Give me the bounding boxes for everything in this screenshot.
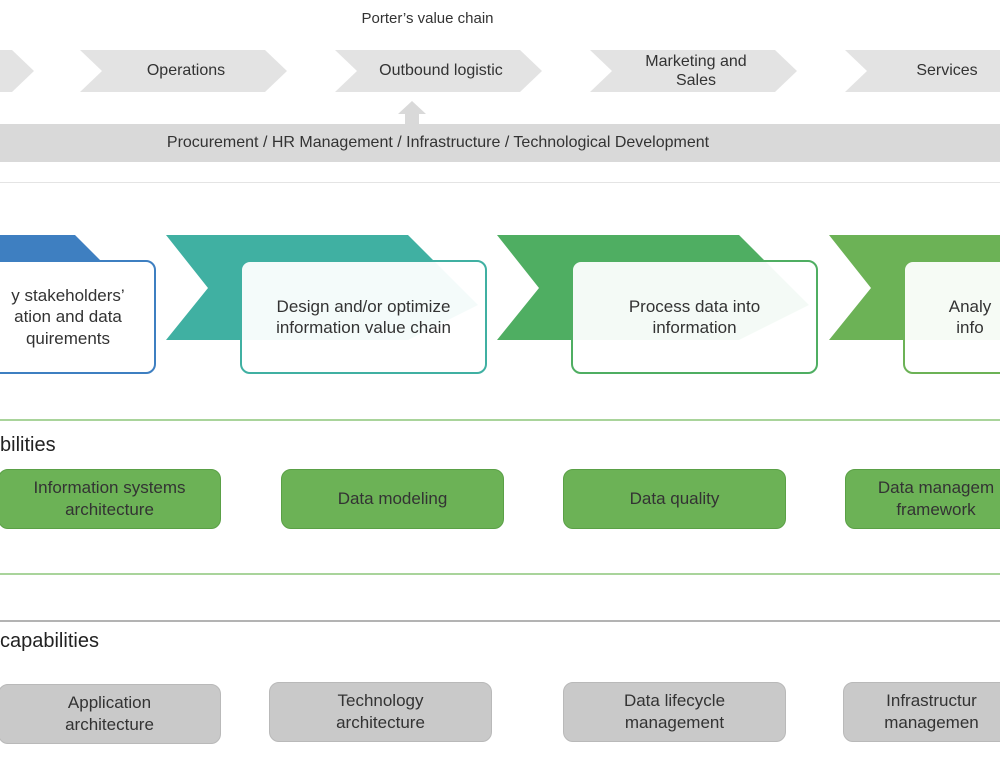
porter-activity-operations: Operations [146, 62, 226, 80]
porter-support-bar-label: Procurement / HR Management / Infrastruc… [166, 134, 710, 152]
core-top-line [0, 419, 1000, 421]
core-capability-data-quality: Data quality [563, 469, 786, 529]
support-capability-technology-architecture: Technology architecture [269, 682, 492, 742]
core-capability-data-modeling: Data modeling [281, 469, 504, 529]
porter-activity-marketing-sales: Marketing and Sales [645, 52, 747, 89]
support-capability-application-architecture: Application architecture [0, 684, 221, 744]
porter-activity-outbound-logistic: Outbound logistic [379, 62, 503, 80]
core-capabilities-title: bilities [0, 434, 56, 456]
core-capability-information-systems-architecture: Information systems architecture [0, 469, 221, 529]
core-bottom-line [0, 573, 1000, 575]
divider-top [0, 182, 1000, 183]
process-chevron-1 [0, 235, 100, 260]
up-arrow-icon [398, 101, 426, 124]
support-capability-data-lifecycle-management: Data lifecycle management [563, 682, 786, 742]
porter-chevrons [0, 50, 1000, 124]
porter-chevron-3 [590, 50, 797, 92]
process-step-analyze: Analy info [903, 260, 1000, 374]
porter-support-bar: Procurement / HR Management / Infrastruc… [0, 124, 1000, 162]
core-capability-data-management-framework: Data managem framework [845, 469, 1000, 529]
porter-activity-services: Services [916, 62, 978, 80]
process-step-process-data: Process data into information [571, 260, 818, 374]
process-step-design-optimize: Design and/or optimize information value… [240, 260, 487, 374]
support-top-line [0, 620, 1000, 622]
porter-title: Porter’s value chain [361, 10, 494, 27]
porter-chevron-1 [80, 50, 287, 92]
porter-chevron-2 [335, 50, 542, 92]
support-capabilities-title: capabilities [0, 630, 99, 652]
porter-chevron-0 [0, 50, 34, 92]
process-step-stakeholders: y stakeholders’ ation and data quirement… [0, 260, 156, 374]
porter-chevron-4 [845, 50, 1000, 92]
support-capability-infrastructure-management: Infrastructur managemen [843, 682, 1000, 742]
